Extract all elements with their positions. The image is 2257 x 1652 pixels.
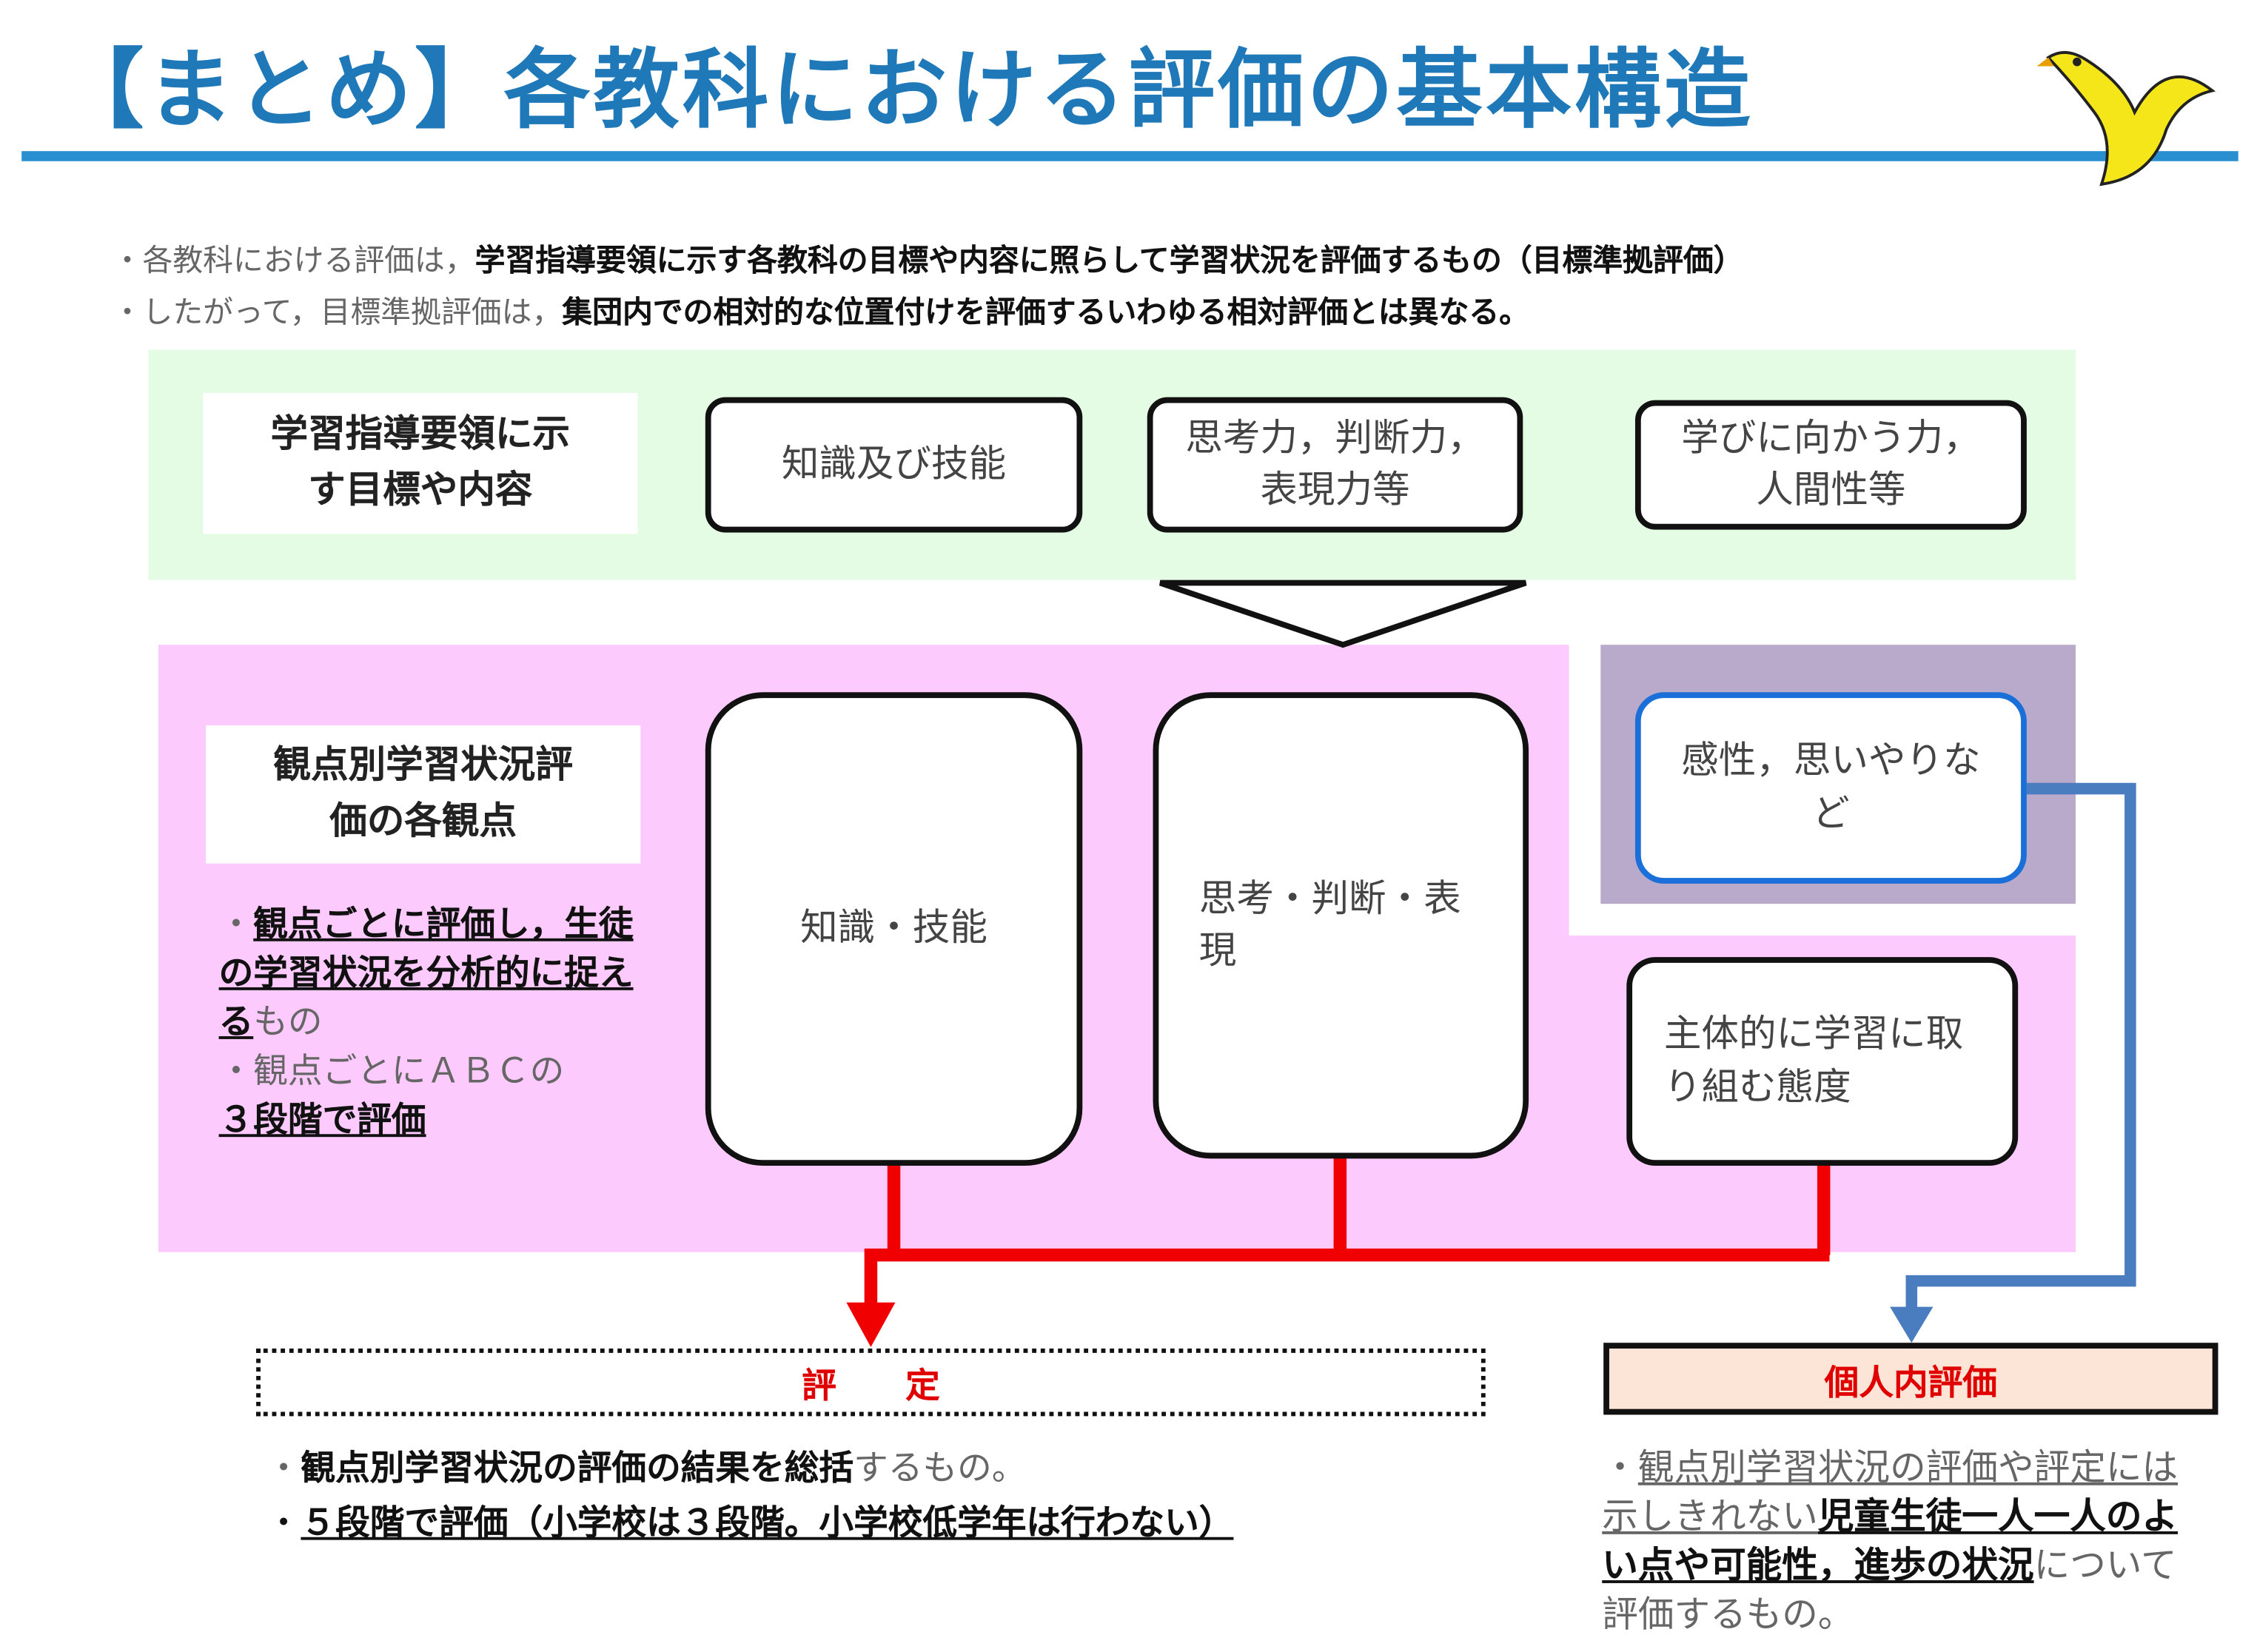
viewpoint-knowledge: 知識・技能 <box>705 692 1083 1166</box>
kansei-box: 感性，思いやりなど <box>1634 692 2027 884</box>
blue-arrow-icon <box>1890 1306 1934 1343</box>
intro-line-1: ・各教科における評価は，学習指導要領に示す各教科の目標や内容に照らして学習状況を… <box>112 243 1744 278</box>
kojin-note: ・観点別学習状況の評価や評定には示しきれない児童生徒一人一人のよい点や可能性，進… <box>1602 1446 2179 1635</box>
hyotei-box: 評 定 <box>256 1348 1486 1417</box>
hyotei-line-2: ・５段階で評価（小学校は３段階。小学校低学年は行わない） <box>266 1502 1234 1543</box>
down-triangle-icon <box>1159 580 1527 648</box>
viewpoints-label: 観点別学習状況評価の各観点 <box>206 725 641 864</box>
kojin-box: 個人内評価 <box>1603 1343 2219 1415</box>
goal-attitude: 学びに向かう力，人間性等 <box>1634 400 2027 530</box>
red-arrow-icon <box>846 1302 896 1348</box>
goals-label: 学習指導要領に示す目標や内容 <box>203 392 638 534</box>
viewpoint-attitude: 主体的に学習に取り組む態度 <box>1626 957 2019 1166</box>
goal-knowledge: 知識及び技能 <box>705 397 1083 533</box>
title-rule <box>21 151 2238 161</box>
hyotei-line-1: ・観点別学習状況の評価の結果を総括するもの。 <box>266 1448 1027 1488</box>
viewpoint-thinking: 思考・判断・表現 <box>1153 692 1529 1159</box>
page-title: 【まとめ】各教科における評価の基本構造 <box>57 40 1754 141</box>
goal-thinking: 思考力，判断力，表現力等 <box>1147 397 1523 533</box>
bird-icon <box>2036 51 2216 187</box>
intro-line-2: ・したがって，目標準拠評価は，集団内での相対的な位置付けを評価するいわゆる相対評… <box>112 295 1530 330</box>
